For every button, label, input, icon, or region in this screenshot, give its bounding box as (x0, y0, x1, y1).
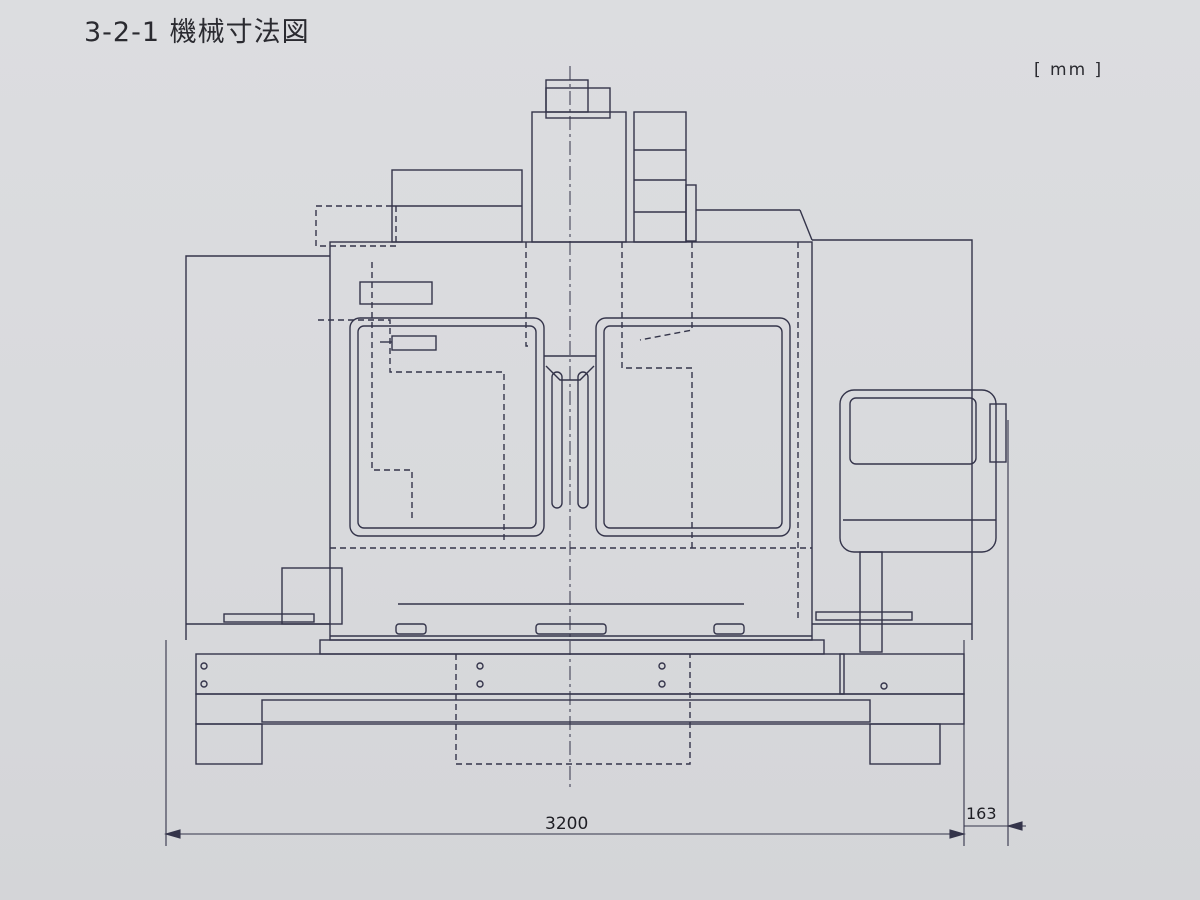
control-pendant (839, 389, 1007, 653)
dimension-lines (163, 420, 1026, 846)
main-cabinet (223, 241, 913, 641)
unit-label: [ mm ] (1034, 60, 1104, 80)
section-heading: 3-2-1 機械寸法図 (84, 17, 310, 48)
machine-base (195, 639, 965, 765)
enclosure-outline (185, 239, 973, 640)
side-offset-dimension: 163 (966, 804, 997, 823)
overall-width-dimension: 3200 (545, 814, 589, 834)
spindle-column (315, 66, 813, 790)
